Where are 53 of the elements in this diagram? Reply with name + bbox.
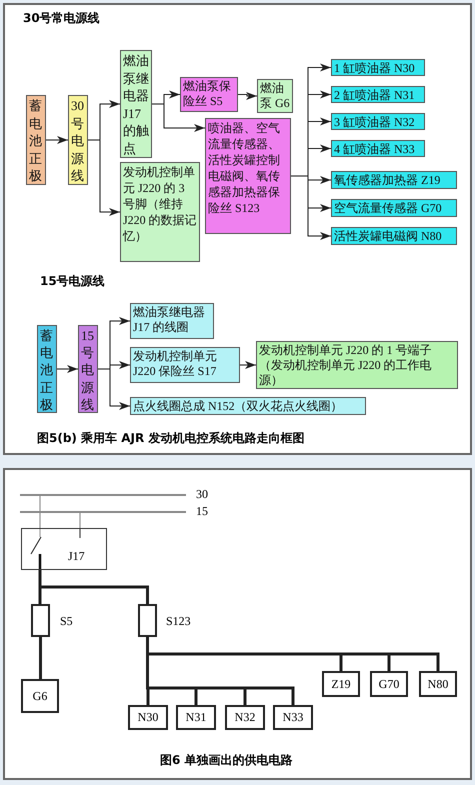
fuse-symbol [31,604,50,637]
fuse-symbol [138,604,157,637]
process-box: 燃油泵继电器 J17 的触点 [120,50,152,158]
relay-box [21,528,107,570]
arrow [238,92,258,100]
arrow [56,365,78,373]
process-box: 燃油泵 G6 [257,79,293,113]
section-heading: 30号常电源线 [23,10,100,27]
arrow [98,368,130,410]
arrow [240,361,256,369]
component-box: G70 [370,671,408,697]
process-box: 发动机控制单元 J220 的 3 号脚（维持 J220 的数据记忆） [120,162,200,262]
component-box: N32 [225,705,265,730]
wire [146,637,440,671]
bus-line [20,494,186,496]
section-heading: 15号电源线 [40,273,105,290]
process-box: 活性炭罐电磁阀 N80 [331,227,457,245]
process-box: 空气流量传感器 G70 [331,199,457,217]
component-box: Z19 [322,671,360,697]
process-box: 3 缸喷油器 N32 [331,113,425,130]
process-box: 燃油泵继电器 J17 的线圈 [130,303,214,339]
terminal-label: 15 [196,504,208,519]
arrow [152,104,206,132]
process-box: 4 缸喷油器 N33 [331,140,425,157]
process-box: 蓄电池正极 [37,325,57,413]
figure-caption: 图6 单独画出的供电电路 [160,752,293,769]
process-box: 2 缸喷油器 N31 [331,86,425,103]
terminal-label: 30 [196,487,208,502]
wire [39,637,42,679]
component-box: G6 [21,679,59,713]
component-box: N33 [273,705,313,730]
component-box: N31 [176,705,216,730]
bus-line [20,511,186,513]
process-box: 发动机控制单元 J220 的 1 号端子（发动机控制单元 J220 的工作电源） [256,341,458,389]
process-box: 15号电源线 [78,325,98,413]
process-box: 氧传感器加热器 Z19 [331,171,457,189]
process-box: 1 缸喷油器 N30 [331,59,425,76]
process-box: 燃油泵保险丝 S5 [180,77,238,112]
terminal-label: S5 [60,614,73,629]
arrow [88,140,120,216]
component-label: J17 [68,549,85,564]
process-box: 喷油器、空气流量传感器、活性炭罐控制电磁阀、氧传感器加热器保险丝 S123 [205,118,291,234]
figure-caption: 图5(b) 乘用车 AJR 发动机电控系统电路走向框图 [37,430,304,447]
wire [38,570,149,604]
arrow [290,176,332,240]
terminal-label: S123 [166,614,191,629]
process-box: 点火线圈总成 N152（双火花点火线圈） [130,397,366,415]
process-box: 发动机控制单元 J220 保险丝 S17 [130,347,240,383]
process-box: 蓄电池正极 [26,95,46,185]
component-box: N30 [128,705,168,730]
arrow [46,136,68,144]
component-box: N80 [419,671,457,697]
process-box: 30号电源线 [68,95,88,185]
